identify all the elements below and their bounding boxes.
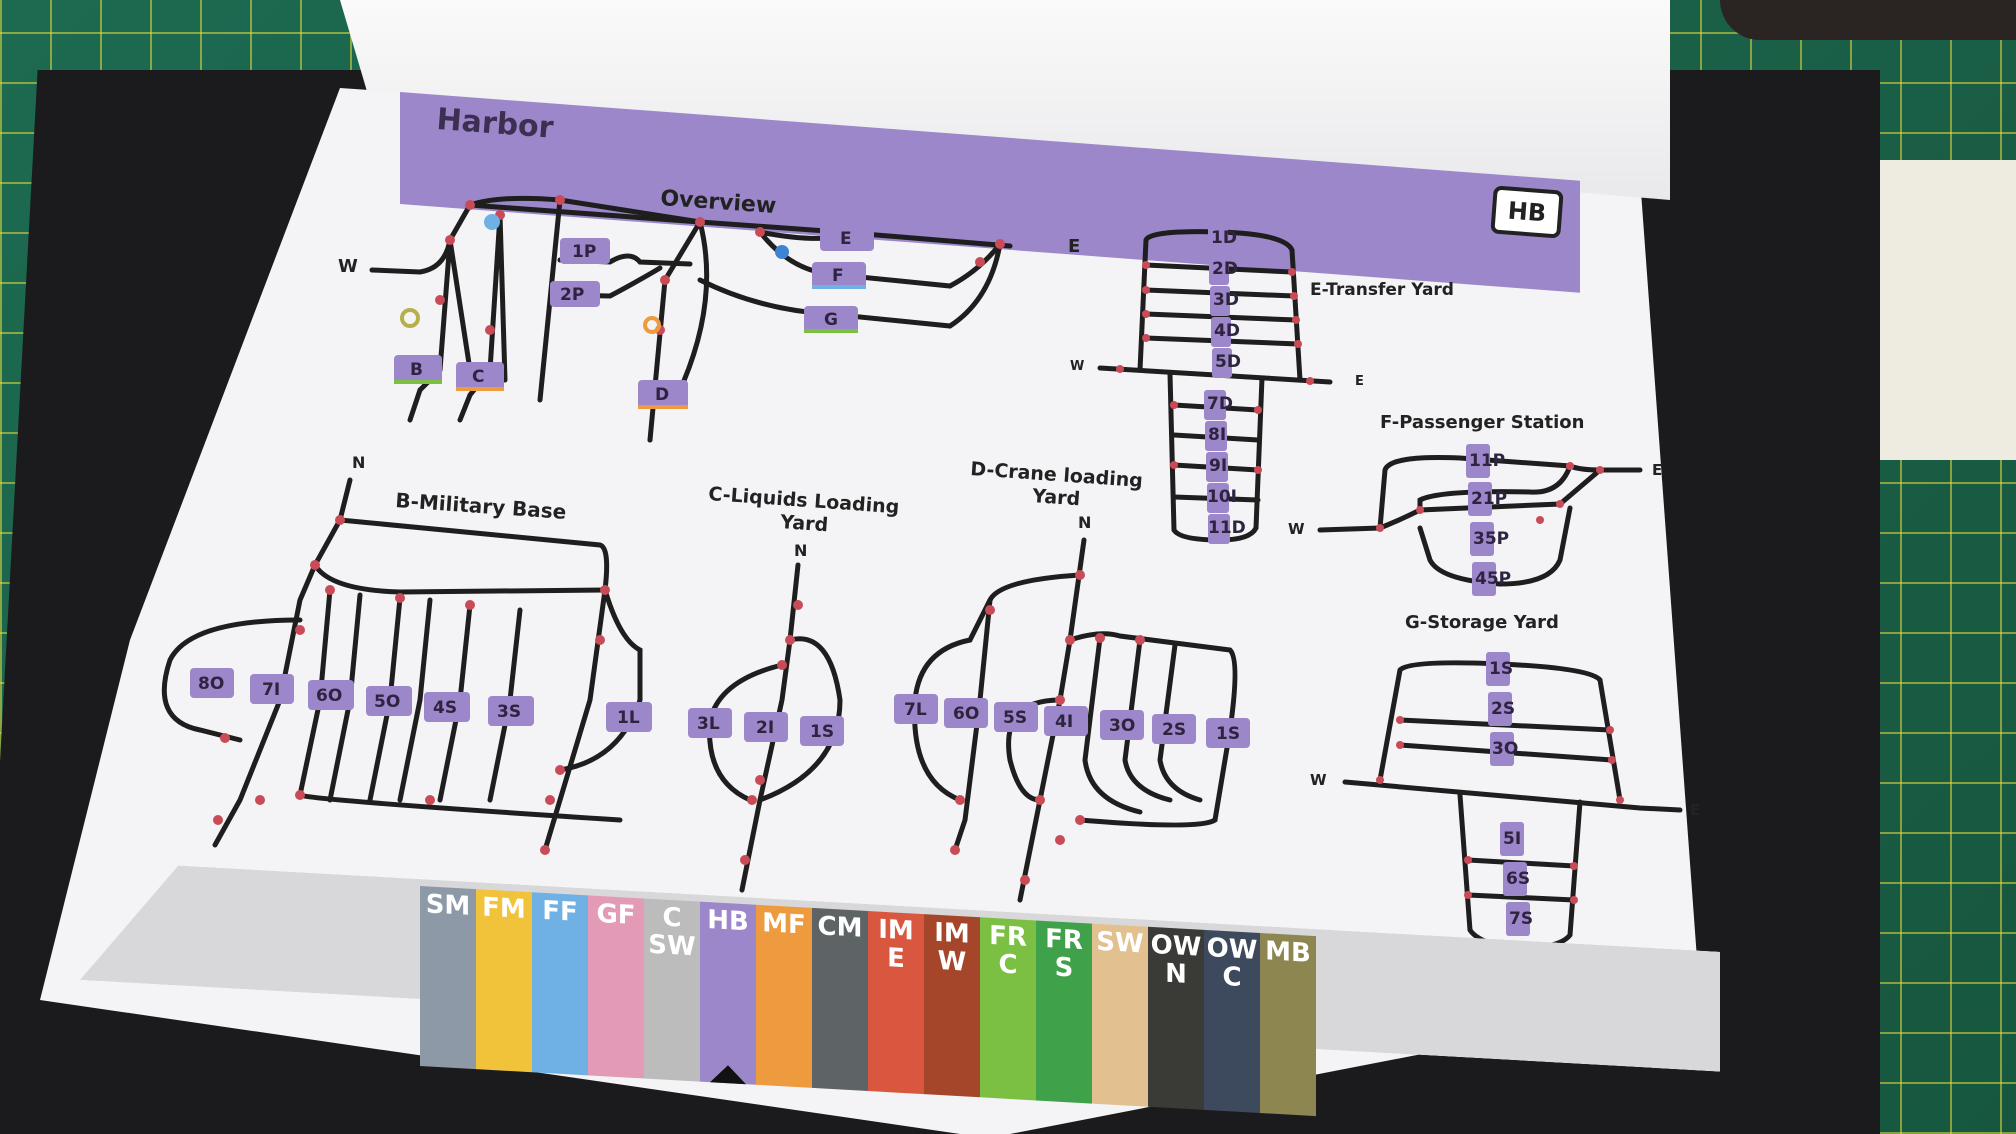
b-military-tag-7i: 7I	[262, 680, 280, 700]
f-passenger-tag-35p: 35P	[1473, 529, 1509, 549]
tab-sw[interactable]: SW	[1092, 923, 1148, 1107]
tab-mf[interactable]: MF	[756, 904, 812, 1088]
e-transfer-tag-5d: 5D	[1215, 352, 1241, 372]
b-military-tags: 8O 7I 6O 5O 4S 3S 1L	[190, 668, 652, 732]
c-liquids-yard-diagram: C-Liquids Loading Yard N 3L 2I 1S	[688, 483, 900, 893]
overview-tag-f: F	[832, 266, 844, 286]
tab-cm[interactable]: CM	[812, 907, 868, 1092]
d-crane-tag-4i: 4I	[1055, 712, 1073, 732]
c-liquids-tag-1s: 1S	[810, 722, 834, 742]
d-crane-tag-2s: 2S	[1162, 720, 1186, 740]
overview-tag-g: G	[824, 310, 838, 330]
b-military-base-diagram: B-Military Base N 8O 7I 6O 5O 4S 3S 1L	[161, 453, 652, 855]
e-transfer-east-label: E	[1355, 374, 1364, 389]
d-crane-yard-diagram: D-Crane loading Yard N 7L 6O 5S 4I 3O 2S…	[894, 458, 1250, 903]
c-liquids-title-line2: Yard	[779, 511, 829, 536]
d-crane-title-line2: Yard	[1031, 485, 1081, 510]
overview-tag-d: D	[655, 385, 669, 405]
g-storage-tag-3o: 3O	[1492, 739, 1518, 759]
e-transfer-tag-7d: 7D	[1207, 394, 1233, 414]
d-crane-tag-7l: 7L	[904, 700, 927, 720]
e-transfer-west-label: W	[1070, 359, 1084, 374]
e-transfer-tag-11d: 11D	[1208, 518, 1246, 538]
overview-tag-1p: 1P	[572, 242, 596, 262]
b-military-tag-5o: 5O	[374, 692, 400, 712]
hand	[1720, 0, 2016, 40]
overview-tag-2p: 2P	[560, 285, 584, 305]
b-military-tag-4s: 4S	[433, 698, 457, 718]
g-storage-tag-2s: 2S	[1491, 699, 1515, 719]
f-passenger-station-diagram: F-Passenger Station W E 11P 21P 35P 45P	[1288, 412, 1662, 596]
e-transfer-tag-4d: 4D	[1214, 321, 1240, 341]
overview-title: Overview	[660, 186, 777, 219]
d-crane-tag-6o: 6O	[953, 704, 979, 724]
g-storage-title: G-Storage Yard	[1405, 612, 1559, 633]
d-crane-tag-5s: 5S	[1003, 708, 1027, 728]
tab-gf[interactable]: GF	[588, 895, 644, 1079]
g-storage-east-label: E	[1690, 801, 1700, 819]
tab-fm[interactable]: FM	[476, 889, 532, 1073]
d-crane-tag-1s: 1S	[1216, 724, 1240, 744]
overview-diagram: Overview W E 1P 2P E F G	[338, 186, 1080, 443]
overview-west-label: W	[338, 256, 358, 277]
e-transfer-tag-3d: 3D	[1213, 290, 1239, 310]
f-passenger-east-label: E	[1652, 461, 1662, 479]
g-storage-tag-7s: 7S	[1509, 909, 1533, 929]
b-military-tag-8o: 8O	[198, 674, 224, 694]
c-liquids-tag-2i: 2I	[756, 718, 774, 738]
tab-mb[interactable]: MB	[1260, 932, 1316, 1117]
b-military-title: B-Military Base	[395, 488, 567, 524]
d-crane-tag-3o: 3O	[1109, 716, 1135, 736]
tab-ff[interactable]: FF	[532, 892, 588, 1076]
f-passenger-tag-21p: 21P	[1471, 489, 1507, 509]
g-storage-tag-1s: 1S	[1489, 659, 1513, 679]
e-transfer-tag-1d: 1D	[1211, 228, 1237, 248]
overview-east-label: E	[1068, 236, 1080, 257]
f-passenger-tag-45p: 45P	[1475, 569, 1511, 589]
overview-tag-b: B	[410, 360, 423, 380]
overview-tag-c: C	[472, 367, 484, 387]
b-military-tag-3s: 3S	[497, 702, 521, 722]
f-passenger-west-label: W	[1288, 520, 1305, 538]
c-liquids-north-label: N	[794, 541, 807, 560]
e-transfer-tag-8i: 8I	[1208, 425, 1226, 445]
b-military-tag-1l: 1L	[617, 708, 640, 728]
f-passenger-tag-11p: 11P	[1469, 451, 1505, 471]
d-crane-north-label: N	[1078, 513, 1091, 532]
g-storage-west-label: W	[1310, 771, 1327, 789]
e-transfer-tag-10i: 10I	[1207, 487, 1237, 507]
b-military-north-label: N	[352, 453, 365, 472]
e-transfer-yard-diagram: E-Transfer Yard W E 1D 2D 3D 4D 5D 7D 8I…	[1070, 224, 1454, 544]
e-transfer-title: E-Transfer Yard	[1310, 280, 1454, 300]
e-transfer-tag-9i: 9I	[1209, 456, 1227, 476]
c-liquids-tag-3l: 3L	[697, 714, 720, 734]
b-military-tag-6o: 6O	[316, 686, 342, 706]
tab-sm[interactable]: SM	[420, 886, 476, 1070]
g-storage-tag-6s: 6S	[1506, 869, 1530, 889]
f-passenger-title: F-Passenger Station	[1380, 412, 1584, 433]
g-storage-yard-diagram: G-Storage Yard W E 1S 2S 3O 5I 6S 7S	[1310, 612, 1700, 951]
tab-hb[interactable]: HB	[700, 901, 756, 1085]
e-transfer-tag-2d: 2D	[1212, 259, 1238, 279]
overview-tag-e: E	[840, 229, 852, 249]
g-storage-tag-5i: 5I	[1503, 829, 1521, 849]
